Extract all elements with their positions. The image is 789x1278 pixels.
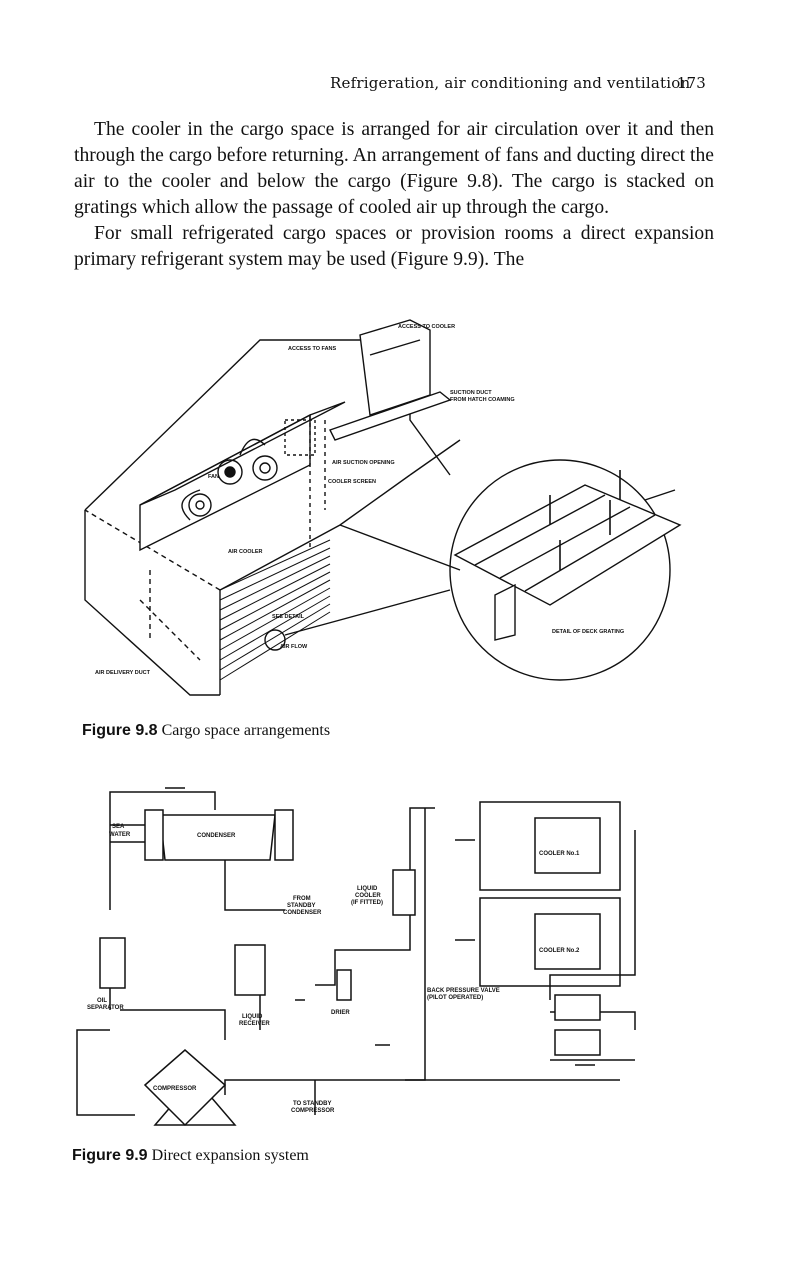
paragraph-1: The cooler in the cargo space is arrange… — [74, 119, 714, 218]
label-to-standby-1: TO STANDBY — [293, 1101, 331, 1107]
label-cooler-screen: COOLER SCREEN — [328, 479, 376, 485]
caption-text-9-8: Cargo space arrangements — [161, 722, 331, 739]
figure-9-9: SEA WATER CONDENSER LIQUID COOLER (IF FI… — [75, 780, 655, 1135]
label-liquid-receiver-1: LIQUID — [242, 1014, 263, 1020]
caption-figure-9-9: Figure 9.9 Direct expansion system — [72, 1147, 309, 1165]
label-liquid-cooler-3: (IF FITTED) — [351, 900, 383, 906]
caption-figure-9-8: Figure 9.8 Cargo space arrangements — [82, 722, 330, 740]
label-fan: FAN — [208, 474, 219, 480]
figure-9-8: ACCESS TO COOLER ACCESS TO FANS SUCTION … — [80, 300, 720, 710]
caption-text-9-9: Direct expansion system — [151, 1147, 309, 1164]
cargo-space-diagram: ACCESS TO COOLER ACCESS TO FANS SUCTION … — [84, 319, 682, 696]
label-suction-duct-2: FROM HATCH COAMING — [450, 397, 515, 403]
label-access-fans: ACCESS TO FANS — [288, 346, 337, 352]
label-condenser: CONDENSER — [197, 833, 236, 839]
running-head: Refrigeration, air conditioning and vent… — [330, 74, 706, 92]
label-from-standby-1: FROM — [293, 896, 311, 902]
label-to-standby-2: COMPRESSOR — [291, 1108, 335, 1114]
label-separator: SEPARATOR — [87, 1005, 124, 1011]
label-liquid-cooler-2: COOLER — [355, 893, 381, 899]
direct-expansion-diagram: SEA WATER CONDENSER LIQUID COOLER (IF FI… — [76, 787, 636, 1127]
label-deck-grating: DETAIL OF DECK GRATING — [552, 629, 624, 635]
label-water: WATER — [109, 832, 131, 838]
label-air-suction: AIR SUCTION OPENING — [332, 460, 395, 466]
label-from-standby-2: STANDBY — [287, 903, 316, 909]
label-drier: DRIER — [331, 1010, 350, 1016]
running-head-title: Refrigeration, air conditioning and vent… — [330, 74, 691, 92]
label-compressor: COMPRESSOR — [153, 1086, 197, 1092]
paragraph-2: For small refrigerated cargo spaces or p… — [74, 223, 714, 270]
label-access-cooler: ACCESS TO COOLER — [398, 324, 455, 330]
label-air-cooler: AIR COOLER — [228, 549, 263, 555]
label-liquid-receiver-2: RECEIVER — [239, 1021, 270, 1027]
page-number: 173 — [676, 74, 706, 92]
label-bpv-2: (PILOT OPERATED) — [427, 995, 483, 1001]
label-see-detail: SEE DETAIL — [272, 614, 305, 620]
body-text: The cooler in the cargo space is arrange… — [74, 117, 714, 273]
label-air-flow: AIR FLOW — [280, 644, 308, 650]
label-oil: OIL — [97, 998, 107, 1004]
label-sea: SEA — [112, 824, 125, 830]
label-from-standby-3: CONDENSER — [283, 910, 322, 916]
label-liquid-cooler-1: LIQUID — [357, 886, 378, 892]
label-cooler-2: COOLER No.2 — [539, 948, 580, 954]
label-bpv-1: BACK PRESSURE VALVE — [427, 988, 500, 994]
caption-label-9-8: Figure 9.8 — [82, 722, 158, 739]
label-suction-duct-1: SUCTION DUCT — [450, 390, 492, 396]
caption-label-9-9: Figure 9.9 — [72, 1147, 148, 1164]
label-air-delivery: AIR DELIVERY DUCT — [95, 670, 151, 676]
label-cooler-1: COOLER No.1 — [539, 851, 580, 857]
